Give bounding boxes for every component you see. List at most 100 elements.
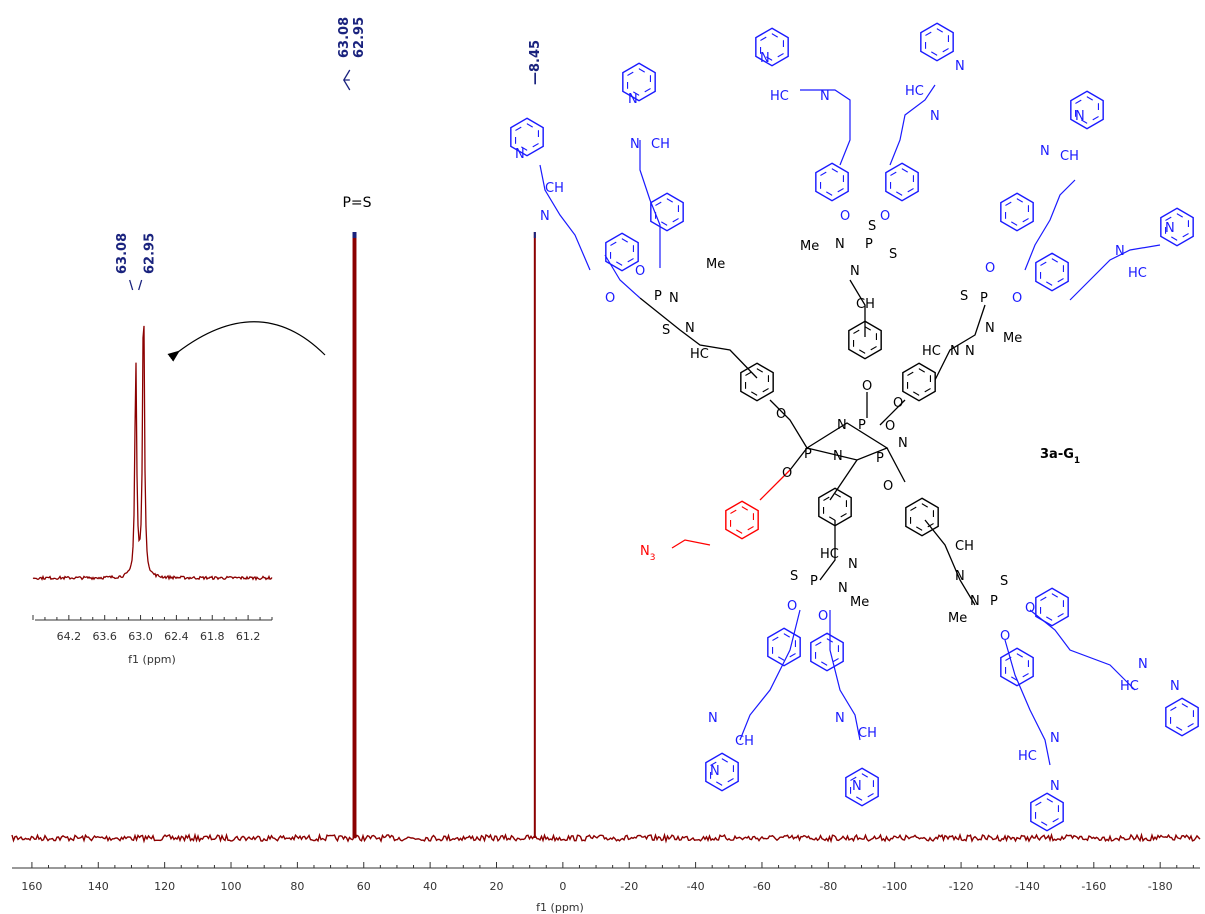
svg-text:O: O [885,419,895,434]
svg-text:N: N [833,449,843,464]
zoom-arrow [167,321,326,362]
svg-text:N: N [1138,657,1148,672]
compound-label: 3a-G1 [1040,447,1080,466]
svg-text:S: S [868,219,876,234]
svg-text:HC: HC [1128,266,1147,281]
svg-text:CH: CH [545,181,564,196]
svg-text:N: N [1170,679,1180,694]
x-tick-label: 120 [154,880,175,893]
inset-x-tick-label: 61.8 [200,630,225,643]
x-tick-label: 0 [559,880,566,893]
x-tick-label: 140 [88,880,109,893]
svg-text:N: N [1050,731,1060,746]
svg-text:P: P [654,289,662,304]
x-tick-label: 40 [423,880,437,893]
svg-text:N: N [760,51,770,66]
x-tick-label: -20 [620,880,638,893]
inset-peak-bracket [129,279,143,291]
svg-text:HC: HC [820,547,839,562]
svg-text:N: N [630,137,640,152]
svg-text:O: O [840,209,850,224]
svg-text:N: N [965,344,975,359]
inset-peak-labels: 63.08 62.95 [115,233,158,291]
inset-spectrum-line [32,325,273,582]
svg-text:N: N [669,291,679,306]
x-tick-label: 80 [290,880,304,893]
svg-text:CH: CH [856,297,875,312]
svg-text:N: N [848,557,858,572]
peak-bracket [343,69,351,91]
svg-text:HC: HC [1120,679,1139,694]
svg-text:O: O [1012,291,1022,306]
svg-text:P: P [858,418,866,433]
svg-text:O: O [787,599,797,614]
svg-text:N: N [1050,779,1060,794]
inset-x-axis-title: f1 (ppm) [128,653,176,666]
svg-text:N: N [820,89,830,104]
x-tick-label: -180 [1148,880,1173,893]
svg-text:N: N [950,344,960,359]
svg-text:N: N [852,779,862,794]
x-tick-label: 100 [221,880,242,893]
svg-text:N: N [985,321,995,336]
svg-text:N: N [850,264,860,279]
svg-text:N: N [930,109,940,124]
x-tick-label: 160 [21,880,42,893]
svg-text:O: O [880,209,890,224]
x-tick-label: -60 [753,880,771,893]
inset-x-tick-label: 63.0 [128,630,153,643]
svg-text:Me: Me [1003,331,1022,346]
svg-text:P: P [990,594,998,609]
inset-peak-label-62.95: 62.95 [143,233,158,274]
svg-text:N: N [708,711,718,726]
azide-label: N3 [640,544,655,563]
svg-text:S: S [662,323,670,338]
svg-text:N: N [540,209,550,224]
svg-text:CH: CH [735,734,754,749]
svg-text:Me: Me [706,257,725,272]
svg-text:CH: CH [1060,149,1079,164]
svg-text:CH: CH [955,539,974,554]
svg-text:O: O [776,407,786,422]
spectrum-line [11,832,1201,844]
svg-text:N: N [955,569,965,584]
x-tick-label: -140 [1015,880,1040,893]
svg-text:Me: Me [850,595,869,610]
svg-text:Me: Me [948,611,967,626]
svg-text:HC: HC [905,84,924,99]
svg-text:N: N [838,581,848,596]
svg-text:S: S [1000,574,1008,589]
svg-text:HC: HC [770,89,789,104]
svg-text:HC: HC [922,344,941,359]
svg-text:O: O [818,609,828,624]
svg-text:O: O [1000,629,1010,644]
svg-text:N: N [710,764,720,779]
svg-text:O: O [605,291,615,306]
inset-x-tick-label: 62.4 [164,630,189,643]
svg-text:O: O [985,261,995,276]
x-tick-label: -100 [882,880,907,893]
svg-text:N: N [835,237,845,252]
svg-text:P: P [865,237,873,252]
x-tick-label: 60 [357,880,371,893]
inset-x-tick-label: 63.6 [92,630,117,643]
inset-peak-label-63.08: 63.08 [115,233,130,274]
svg-text:P: P [980,291,988,306]
inset-x-tick-label: 64.2 [57,630,82,643]
svg-text:N: N [1040,144,1050,159]
peak-label-62.95: 62.95 [352,17,367,58]
svg-text:O: O [883,479,893,494]
x-axis-title: f1 (ppm) [536,901,584,914]
svg-text:N: N [837,418,847,433]
peak-label-8.45: —8.45 [528,40,543,85]
svg-text:N: N [628,92,638,107]
svg-text:HC: HC [1018,749,1037,764]
svg-text:N: N [835,711,845,726]
x-tick-label: -80 [819,880,837,893]
azide-phenyl-ring [725,500,759,540]
